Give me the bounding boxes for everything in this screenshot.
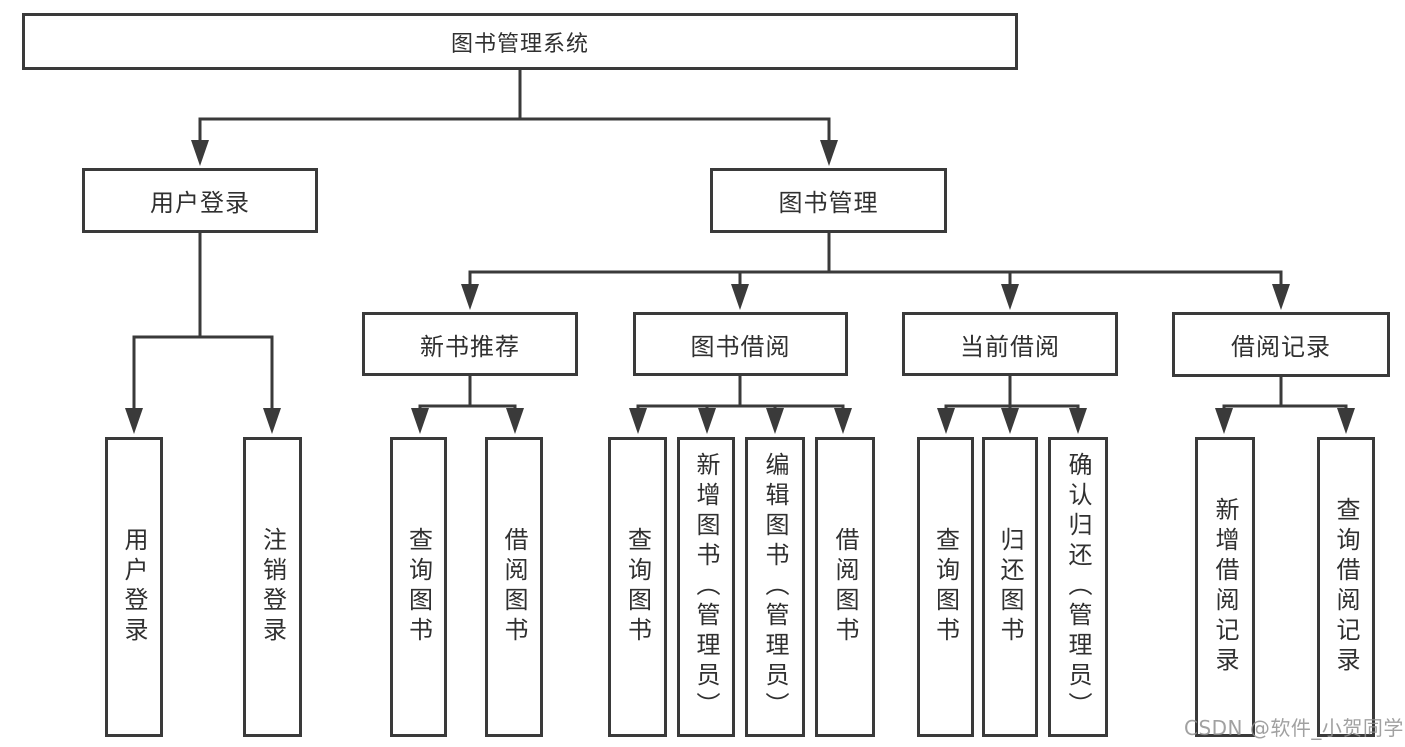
leaf-br-add-record-label: 新增借阅记录 — [1211, 497, 1239, 677]
leaf-user-login: 用户登录 — [105, 437, 163, 737]
arrow-to-leaf-bb-add — [698, 408, 716, 434]
leaf-cb-return-books-label: 归还图书 — [996, 527, 1024, 647]
arrow-to-leaf-logout — [263, 408, 281, 434]
csdn-watermark: CSDN @软件_小贺同学 — [1184, 716, 1404, 740]
leaf-bb-edit-books-admin: 编辑图书（管理员） — [745, 437, 805, 737]
arrow-to-book-management — [820, 140, 838, 166]
arrow-to-new-book-recommend — [461, 284, 479, 310]
connector-newbook-to-leaves — [418, 376, 517, 411]
node-borrow-records: 借阅记录 — [1172, 312, 1390, 377]
leaf-br-add-record: 新增借阅记录 — [1195, 437, 1255, 737]
leaf-bb-add-books-admin-label: 新增图书（管理员） — [692, 452, 720, 722]
node-new-book-recommend: 新书推荐 — [362, 312, 578, 376]
arrow-to-leaf-cb-confirm — [1069, 408, 1087, 434]
leaf-bb-query-books: 查询图书 — [608, 437, 667, 737]
leaf-bb-add-books-admin: 新增图书（管理员） — [677, 437, 735, 737]
connector-borrowrecord-to-leaves — [1222, 377, 1348, 411]
arrow-to-leaf-bb-borrow — [834, 408, 852, 434]
leaf-bb-borrow-books-label: 借阅图书 — [831, 527, 859, 647]
node-book-management: 图书管理 — [710, 168, 947, 233]
leaf-nb-query-books-label: 查询图书 — [404, 527, 433, 647]
node-book-borrow: 图书借阅 — [633, 312, 848, 376]
leaf-logout-login: 注销登录 — [243, 437, 302, 737]
leaf-bb-query-books-label: 查询图书 — [623, 527, 652, 647]
leaf-cb-query-books-label: 查询图书 — [931, 527, 960, 647]
leaf-bb-borrow-books: 借阅图书 — [815, 437, 875, 737]
arrow-to-leaf-br-query — [1337, 408, 1355, 434]
arrow-to-book-borrow — [731, 284, 749, 310]
leaf-nb-borrow-books-label: 借阅图书 — [500, 527, 528, 647]
leaf-nb-borrow-books: 借阅图书 — [485, 437, 543, 737]
arrow-to-leaf-user-login — [125, 408, 143, 434]
connector-bookborrow-to-leaves — [636, 376, 845, 411]
connector-currentborrow-to-leaves — [944, 376, 1080, 411]
arrow-to-leaf-nb-borrow — [506, 408, 524, 434]
arrow-to-borrow-records — [1272, 284, 1290, 310]
arrow-to-current-borrow — [1001, 284, 1019, 310]
leaf-bb-edit-books-admin-label: 编辑图书（管理员） — [761, 452, 789, 722]
leaf-cb-confirm-return-admin: 确认归还（管理员） — [1048, 437, 1108, 737]
connector-root-to-level2 — [198, 70, 831, 142]
connector-bookmgmt-to-level3 — [468, 232, 1283, 287]
leaf-br-query-record: 查询借阅记录 — [1317, 437, 1375, 737]
arrow-to-leaf-cb-query — [937, 408, 955, 434]
arrow-to-leaf-cb-return — [1001, 408, 1019, 434]
leaf-br-query-record-label: 查询借阅记录 — [1332, 497, 1360, 677]
leaf-cb-return-books: 归还图书 — [982, 437, 1038, 737]
arrow-to-leaf-br-add — [1215, 408, 1233, 434]
node-current-borrow: 当前借阅 — [902, 312, 1118, 376]
node-user-login: 用户登录 — [82, 168, 318, 233]
leaf-cb-confirm-return-admin-label: 确认归还（管理员） — [1064, 452, 1092, 722]
arrow-to-leaf-bb-query — [629, 408, 647, 434]
leaf-cb-query-books: 查询图书 — [917, 437, 974, 737]
arrow-to-leaf-bb-edit — [766, 408, 784, 434]
leaf-user-login-label: 用户登录 — [120, 527, 148, 647]
arrow-to-leaf-nb-query — [411, 408, 429, 434]
leaf-logout-login-label: 注销登录 — [258, 527, 287, 647]
leaf-nb-query-books: 查询图书 — [390, 437, 447, 737]
node-library-management-system: 图书管理系统 — [22, 13, 1018, 70]
connector-userlogin-to-leaves — [132, 232, 274, 410]
arrow-to-user-login — [191, 140, 209, 166]
